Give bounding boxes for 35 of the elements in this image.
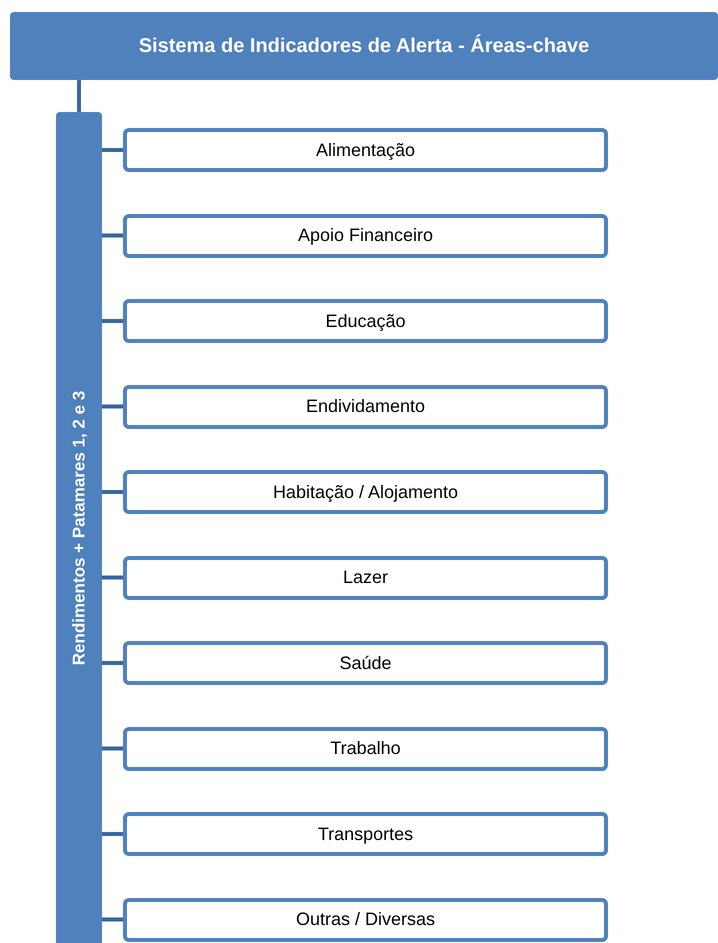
category-box bbox=[123, 556, 608, 600]
connector-line bbox=[102, 746, 123, 750]
category-box bbox=[123, 726, 608, 770]
category-label: Alimentação bbox=[316, 140, 416, 160]
category-label: Apoio Financeiro bbox=[298, 225, 434, 246]
category-box bbox=[123, 384, 608, 428]
connector-line bbox=[102, 490, 123, 494]
connector-line bbox=[102, 576, 123, 580]
category-label: Saúde bbox=[339, 652, 392, 674]
connector-line bbox=[77, 80, 81, 112]
connector-line bbox=[102, 832, 123, 836]
category-box bbox=[123, 641, 608, 685]
connector-line bbox=[102, 148, 123, 152]
connector-line bbox=[102, 918, 123, 922]
category-box bbox=[123, 812, 608, 856]
vertical-bar bbox=[56, 112, 102, 943]
category-label: Transportes bbox=[318, 824, 414, 844]
category-box bbox=[123, 299, 608, 343]
category-label: Lazer bbox=[342, 567, 388, 588]
category-box bbox=[123, 898, 608, 942]
category-label: Outras / Diversas bbox=[296, 909, 436, 930]
category-box bbox=[123, 128, 608, 172]
title-banner bbox=[10, 12, 718, 80]
category-label: Habitação / Alojamento bbox=[272, 482, 458, 502]
side-label: Rendimentos + Patamares 1, 2 e 3 bbox=[69, 390, 89, 665]
category-box bbox=[123, 214, 608, 258]
category-box bbox=[123, 470, 608, 514]
title-text: Sistema de Indicadores de Alerta - Áreas-chave bbox=[138, 34, 590, 58]
connector-line bbox=[102, 319, 123, 323]
category-label: Educação bbox=[325, 310, 406, 332]
category-label: Trabalho bbox=[330, 738, 401, 759]
category-label: Endividamento bbox=[306, 396, 426, 417]
connector-line bbox=[102, 234, 123, 238]
connector-line bbox=[102, 404, 123, 408]
connector-line bbox=[102, 661, 123, 665]
